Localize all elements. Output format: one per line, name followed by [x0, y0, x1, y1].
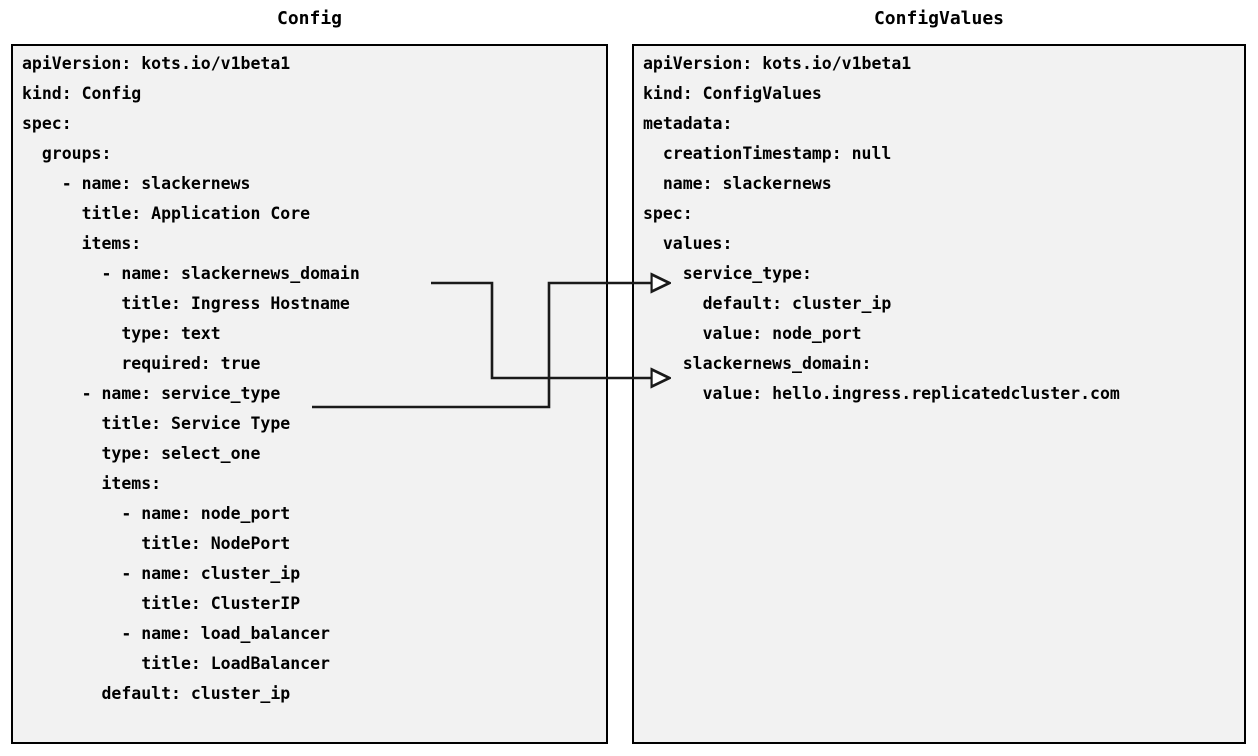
config-line-18: title: ClusterIP — [22, 594, 301, 613]
config-line-4: - name: slackernews — [22, 174, 251, 193]
configvalues-line-8: default: cluster_ip — [643, 294, 892, 313]
config-panel: apiVersion: kots.io/v1beta1 kind: Config s… — [11, 44, 608, 744]
config-panel-title: Config — [276, 8, 343, 29]
configvalues-yaml-code: apiVersion: kots.io/v1beta1 kind: ConfigV… — [643, 49, 1244, 742]
configvalues-line-0: apiVersion: kots.io/v1beta1 — [643, 54, 912, 73]
config-line-5: title: Application Core — [22, 204, 311, 223]
config-line-13: type: select_one — [22, 444, 261, 463]
config-line-20: title: LoadBalancer — [22, 654, 330, 673]
configvalues-panel-title: ConfigValues — [873, 8, 1005, 29]
configvalues-panel: apiVersion: kots.io/v1beta1 kind: ConfigV… — [632, 44, 1246, 744]
configvalues-line-7: service_type: — [643, 264, 812, 283]
configvalues-line-10: slackernews_domain: — [643, 354, 872, 373]
configvalues-line-3: creationTimestamp: null — [643, 144, 892, 163]
config-line-8: title: Ingress Hostname — [22, 294, 350, 313]
config-line-16: title: NodePort — [22, 534, 291, 553]
config-line-6: items: — [22, 234, 142, 253]
config-line-10: required: true — [22, 354, 261, 373]
configvalues-line-5: spec: — [643, 204, 693, 223]
config-line-15: - name: node_port — [22, 504, 291, 523]
config-line-1: kind: Config — [22, 84, 142, 103]
config-line-21: default: cluster_ip — [22, 684, 291, 703]
configvalues-line-4: name: slackernews — [643, 174, 832, 193]
configvalues-line-6: values: — [643, 234, 733, 253]
config-line-17: - name: cluster_ip — [22, 564, 301, 583]
configvalues-line-1: kind: ConfigValues — [643, 84, 822, 103]
configvalues-line-11: value: hello.ingress.replicatedcluster.c… — [643, 384, 1120, 403]
config-line-0: apiVersion: kots.io/v1beta1 — [22, 54, 291, 73]
configvalues-line-9: value: node_port — [643, 324, 862, 343]
config-line-9: type: text — [22, 324, 221, 343]
config-yaml-code: apiVersion: kots.io/v1beta1 kind: Config s… — [22, 49, 606, 742]
config-line-12: title: Service Type — [22, 414, 291, 433]
config-line-14: items: — [22, 474, 162, 493]
config-line-7: - name: slackernews_domain — [22, 264, 360, 283]
config-line-11: - name: service_type — [22, 384, 281, 403]
config-line-3: groups: — [22, 144, 112, 163]
config-line-2: spec: — [22, 114, 72, 133]
configvalues-line-2: metadata: — [643, 114, 733, 133]
config-line-19: - name: load_balancer — [22, 624, 330, 643]
